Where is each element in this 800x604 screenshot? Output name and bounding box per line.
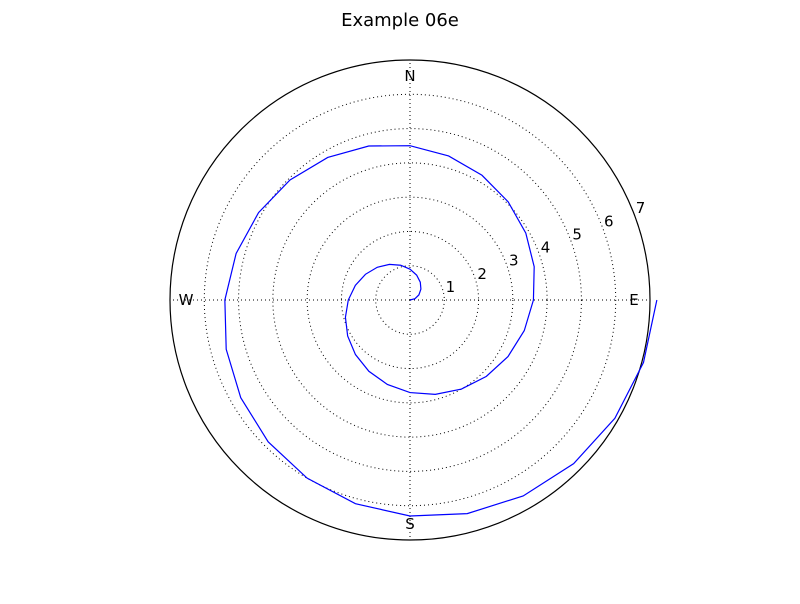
label-layer: E N W S 1 2 3 4 5 6 7 bbox=[179, 67, 646, 533]
angle-tick-label-n: N bbox=[404, 67, 415, 85]
radial-tick-label-3: 3 bbox=[509, 252, 519, 270]
angle-tick-label-e: E bbox=[629, 291, 638, 309]
angle-tick-label-s: S bbox=[405, 515, 415, 533]
radial-gridline-1 bbox=[375, 265, 445, 335]
radial-tick-label-6: 6 bbox=[604, 212, 614, 230]
radial-tick-label-1: 1 bbox=[446, 278, 456, 296]
angle-tick-label-w: W bbox=[179, 291, 194, 309]
grid-layer bbox=[170, 60, 650, 540]
radial-tick-label-7: 7 bbox=[636, 199, 646, 217]
radial-tick-label-4: 4 bbox=[541, 239, 551, 257]
chart-title: Example 06e bbox=[341, 10, 459, 31]
radial-gridline-6 bbox=[203, 93, 617, 507]
radial-gridline-5 bbox=[238, 128, 582, 472]
radial-gridline-4 bbox=[272, 162, 548, 438]
radial-tick-label-5: 5 bbox=[572, 225, 582, 243]
radial-tick-label-2: 2 bbox=[477, 265, 487, 283]
frame-layer bbox=[169, 59, 651, 541]
spiral-series-line-1 bbox=[224, 145, 658, 517]
radial-gridline-3 bbox=[306, 196, 514, 404]
polar-frame bbox=[169, 59, 651, 541]
series-layer bbox=[224, 145, 658, 517]
